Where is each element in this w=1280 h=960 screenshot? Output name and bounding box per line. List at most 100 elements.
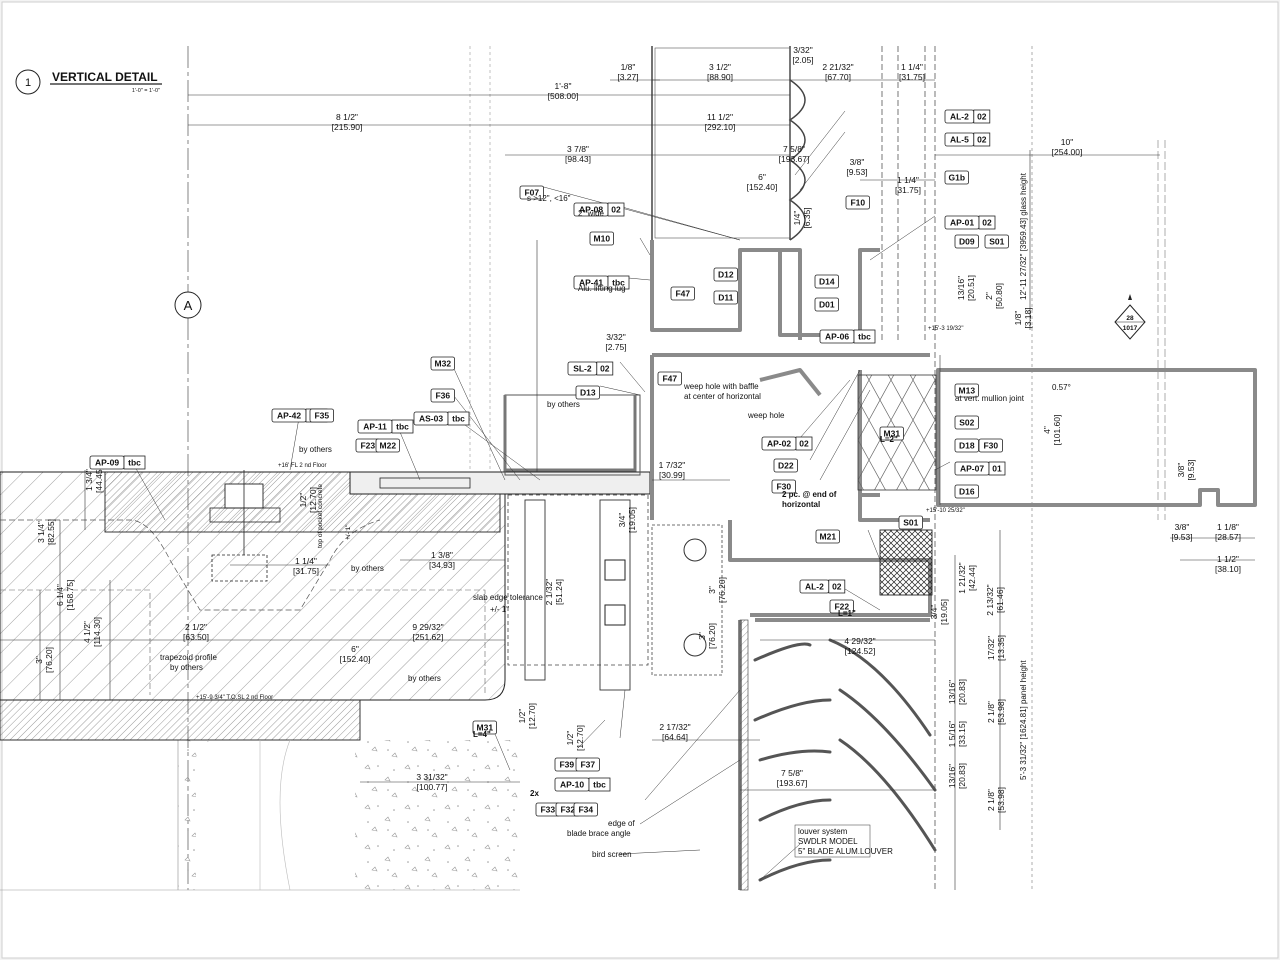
dimension-metric: [38.10] [1215, 564, 1241, 574]
concrete-beam [0, 699, 520, 891]
callout-tag-label: M32 [435, 359, 452, 369]
note-edge-2: blade brace angle [567, 829, 631, 838]
dimension-d53: 3/4"[19.05] [617, 507, 637, 533]
dimension-d32: 3 31/32"[100.77] [416, 772, 447, 792]
note-l1: L=1" [838, 609, 856, 618]
dimension-metric: [28.57] [1215, 532, 1241, 542]
dimension-d29: 1/2"[12.70] [517, 703, 537, 729]
dimension-value: 13/16" [947, 764, 957, 788]
callout-tag-label: F36 [435, 391, 450, 401]
elevation-floor: +16' FL 2 nd Floor [278, 463, 326, 469]
dimension-d22: 2 1/32"[51.24] [544, 579, 564, 606]
callout-tag-label: AP-07 [960, 464, 984, 474]
callout-tag: D09 [954, 234, 980, 249]
note-pocket: top of pocket concrete [317, 484, 324, 548]
dimension-metric: [63.50] [183, 632, 209, 642]
dimension-metric: [20.83] [957, 679, 967, 705]
dimension-metric: [508.00] [548, 91, 579, 101]
dimension-metric: [53.98] [996, 787, 1006, 813]
note-two-pc-1: 2 pc. @ end of [782, 490, 837, 499]
callout-tag: F47 [670, 286, 696, 301]
note-pocket-value: +/- 1" [345, 524, 352, 540]
dimension-metric: [76.20] [717, 577, 727, 603]
callout-tag-label: S01 [989, 237, 1004, 247]
dimension-metric: [50.80] [994, 283, 1004, 309]
dimension-value: 2 1/2" [185, 622, 207, 632]
note-weep-baffle-1: weep hole with baffle [683, 382, 759, 391]
callout-tag: F39 [554, 757, 580, 772]
dimension-value: 1/2" [298, 493, 308, 508]
callout-tag: F22 [829, 599, 855, 614]
dimension-d51: 1/4"[6.35] [792, 207, 812, 228]
callout-tag-label: F39 [559, 760, 574, 770]
dimension-metric: [44.45] [94, 467, 104, 493]
dimension-value: 17/32" [986, 636, 996, 660]
callout-tag-label: AP-06 [825, 332, 849, 342]
dimension-value: 1/8" [1013, 311, 1023, 326]
callout-tag-suffix: 02 [977, 135, 987, 145]
note-by-others-4: by others [408, 674, 441, 683]
dimension-d30: 1/2"[12.70] [565, 725, 585, 751]
callout-tag-label: D14 [819, 277, 835, 287]
dimension-d4: 2 21/32"[67.70] [822, 62, 853, 82]
callout-tag-suffix: tbc [128, 458, 141, 468]
dimension-d2: 3 1/2"[88.90] [707, 62, 733, 82]
dimension-d20: 1 1/4"[31.75] [293, 556, 319, 576]
dimension-value: 3/4" [929, 605, 939, 620]
callout-tag-label: AP-01 [950, 218, 974, 228]
callout-tag-label: F32 [560, 805, 575, 815]
dimension-d41: 2 13/32"[61.46] [985, 584, 1005, 615]
note-by-others-1: by others [547, 400, 580, 409]
dimension-text-group: 1/8"[3.27]3 1/2"[88.90]3/32"[2.05]2 21/3… [34, 45, 1241, 813]
callout-tag-label: F47 [675, 289, 690, 299]
callout-tag-suffix: 02 [611, 205, 621, 215]
callout-tag-label: F23 [360, 441, 375, 451]
callout-tag-suffix: tbc [452, 414, 465, 424]
dimension-value: 13/16" [956, 276, 966, 300]
dimension-metric: [101.60] [1052, 415, 1062, 446]
dimension-value: 11 1/2" [707, 112, 733, 122]
callout-tag-suffix: 02 [600, 364, 610, 374]
note-by-others-2: by others [299, 445, 332, 454]
panel-height-label: 5'-3 31/32" [1624.81] panel height [1019, 660, 1028, 780]
dimension-metric: [292.10] [705, 122, 736, 132]
callout-tag: F37 [575, 757, 601, 772]
gridline-label: A [184, 298, 193, 313]
dimension-metric: [254.00] [1052, 147, 1083, 157]
dimension-value: 1 7/32" [659, 460, 686, 470]
dimension-value: 1/4" [792, 211, 802, 226]
note-slab-tolerance-value: +/- 1" [490, 605, 509, 614]
dimension-metric: [3.18] [1023, 307, 1033, 328]
dimension-metric: [20.51] [966, 275, 976, 301]
note-by-others-3: by others [351, 564, 384, 573]
note-louver-1: louver system [798, 827, 848, 836]
dimension-value: 1'-8" [555, 81, 572, 91]
dimension-d34: 4 29/32"[124.52] [844, 636, 875, 656]
dimension-metric: [20.83] [957, 763, 967, 789]
elevation-a: +15'-3 19/32" [928, 326, 963, 332]
dimension-metric: [3.27] [617, 72, 638, 82]
callout-tag-label: D11 [718, 293, 733, 303]
callout-tag-label: D09 [959, 237, 975, 247]
dimension-d55: 3"[76.20] [707, 577, 727, 603]
dimension-value: 1/2" [565, 731, 575, 746]
dimension-metric: [193.67] [779, 154, 810, 164]
dimension-d12: 1 1/4"[31.75] [895, 175, 921, 195]
callout-tag: S02 [954, 415, 980, 430]
dimension-d21: 1 3/8"[34.93] [429, 550, 455, 570]
dimension-value: 2 17/32" [659, 722, 690, 732]
dimension-metric: [19.05] [627, 507, 637, 533]
dimension-metric: [34.93] [429, 560, 455, 570]
callout-tag: D11 [713, 290, 739, 305]
section-marker: 28 1017 [1114, 294, 1146, 340]
callout-tag-label: AP-41 [579, 278, 603, 288]
dimension-value: 2 13/32" [985, 584, 995, 615]
steel-flange [0, 699, 361, 741]
dimension-metric: [12.70] [527, 703, 537, 729]
